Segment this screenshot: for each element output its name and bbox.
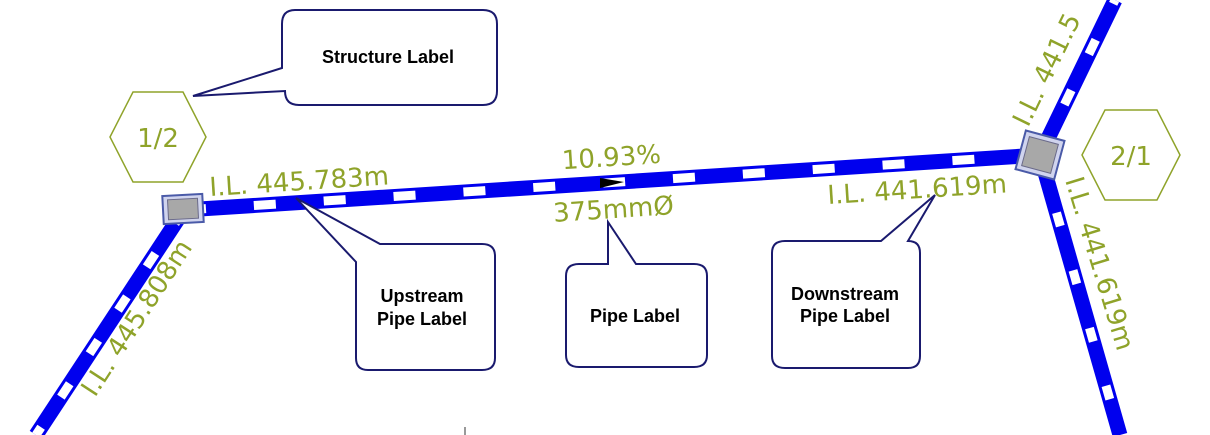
callout-downstream-pipe-label: Downstream Pipe Label [771,194,936,369]
callout-downstream-line2: Pipe Label [800,306,890,326]
downstream-invert-label: I.L. 441.619m [827,169,1008,211]
pipe-bottom-right [1032,152,1128,435]
callout-pipe-label: Pipe Label [565,218,708,368]
pipe-diameter-label: 375mmØ [552,191,674,229]
callout-structure-label-text: Structure Label [322,47,454,67]
structure-left [161,192,205,226]
left-branch-invert-label: I.L. 445.808m [76,235,199,402]
callout-upstream-line2: Pipe Label [377,309,467,329]
callout-pipe-label-text: Pipe Label [590,306,680,326]
flow-arrow-icon [600,178,624,188]
pipe-top-right [1033,0,1122,159]
pipe-slope-label: 10.93% [561,140,662,176]
callout-structure-label: Structure Label [192,9,498,106]
callout-upstream-line1: Upstream [380,286,463,306]
pipe-left-branch [29,205,191,435]
structure-tag-left-label: 1/2 [137,124,179,154]
callout-downstream-line1: Downstream [791,284,899,304]
callout-upstream-pipe-label: Upstream Pipe Label [295,197,496,371]
structure-tag-right: 2/1 [1081,109,1181,201]
structure-tag-left: 1/2 [109,91,207,183]
structure-right [1014,129,1066,181]
structure-tag-right-label: 2/1 [1110,142,1152,172]
